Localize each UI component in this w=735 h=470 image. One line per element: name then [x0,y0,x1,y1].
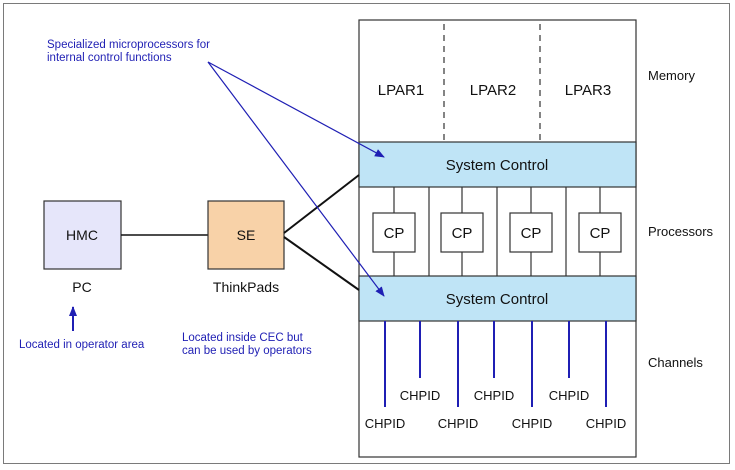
channel-lines [384,321,607,407]
chpid-label: CHPID [438,416,478,431]
specialized-annotation: internal control functions [47,52,172,64]
memory-label: Memory [648,68,695,83]
specialized-annotation: Specialized microprocessors for [47,39,210,51]
chpid-label: CHPID [549,388,589,403]
cp-label: CP [452,225,473,242]
se-to-system-control-bottom [283,236,360,291]
cp-box [372,212,416,253]
hmc-box [43,200,122,270]
chpid-label: CHPID [512,416,552,431]
inside-cec-annotation: Located inside CEC but [182,332,304,344]
se-to-system-control-top [283,174,360,234]
annotation-arrow [207,61,385,297]
lpar-label: LPAR3 [565,82,611,99]
inside-cec-annotation: can be used by operators [182,345,312,357]
cp-label: CP [521,225,542,242]
lpar-label: LPAR2 [470,82,516,99]
operator-area-annotation: Located in operator area [19,339,145,351]
hmc-caption: PC [72,279,91,295]
se-box [207,200,285,270]
processors-label: Processors [648,224,714,239]
hmc-label: HMC [66,227,98,243]
cp-box [509,212,553,253]
chpid-label: CHPID [400,388,440,403]
cp-box [440,212,484,253]
chpid-label: CHPID [365,416,405,431]
chpid-label: CHPID [474,388,514,403]
system-control-bottom-label: System Control [446,291,549,308]
system-control-bottom [358,275,637,322]
se-label: SE [237,227,256,243]
channels-label: Channels [648,355,703,370]
chpid-label: CHPID [586,416,626,431]
system-control-top-label: System Control [446,157,549,174]
lpar-label: LPAR1 [378,82,424,99]
cp-label: CP [590,225,611,242]
cp-box [578,212,622,253]
cp-connectors [393,187,601,276]
se-caption: ThinkPads [213,279,279,295]
annotation-arrow [207,61,385,158]
cp-label: CP [384,225,405,242]
